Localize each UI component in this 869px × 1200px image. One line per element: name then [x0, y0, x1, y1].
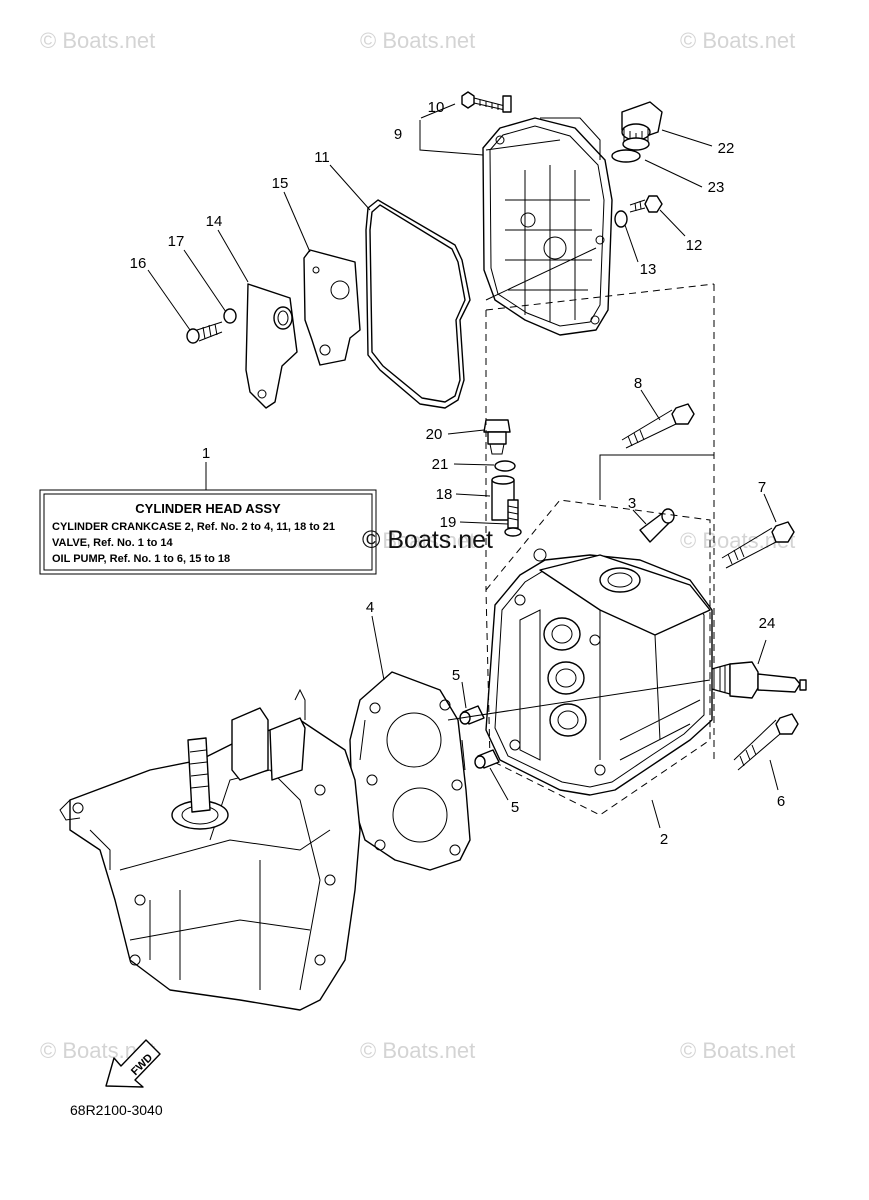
watermark-overlay: © Boats.net: [362, 526, 493, 554]
plug-20: [483, 419, 511, 455]
dowel-pin-top: [459, 705, 485, 725]
watermark: © Boats.net: [360, 28, 475, 53]
callout-21: 21: [432, 456, 449, 473]
callout-4: 4: [366, 599, 374, 616]
assembly-title: CYLINDER HEAD ASSY: [135, 501, 281, 516]
washer-13: [614, 210, 628, 228]
bolt-10: [461, 91, 512, 113]
bolt-6: [733, 713, 799, 771]
bolt-12: [629, 195, 663, 213]
callout-12: 12: [686, 237, 703, 254]
callout-8: 8: [634, 375, 642, 392]
callout-3: 3: [628, 495, 636, 512]
watermark: © Boats.net: [360, 528, 475, 553]
screw-16: [186, 321, 223, 344]
diagram-code: 68R2100-3040: [70, 1102, 163, 1118]
callout-19: 19: [440, 514, 457, 531]
watermark: © Boats.net: [680, 28, 795, 53]
watermark: © Boats.net: [40, 28, 155, 53]
callout-7: 7: [758, 479, 766, 496]
callout-10: 10: [428, 99, 445, 116]
callout-14: 14: [206, 213, 223, 230]
callout-18: 18: [436, 486, 453, 503]
callout-24: 24: [759, 615, 776, 632]
callout-9: 9: [394, 126, 402, 143]
callout-11: 11: [314, 149, 330, 166]
callout-16: 16: [130, 255, 147, 272]
cylinder-block: [59, 688, 361, 1011]
assembly-line-2: VALVE, Ref. No. 1 to 14: [52, 537, 173, 549]
gasket-15: [303, 249, 361, 366]
callout-22: 22: [718, 140, 735, 157]
callout-20: 20: [426, 426, 443, 443]
callout-23: 23: [708, 179, 725, 196]
callout-17: 17: [168, 233, 185, 250]
o-ring-23: [611, 149, 641, 163]
callout-5b: 5: [511, 799, 519, 816]
assembly-line-1: CYLINDER CRANKCASE 2, Ref. No. 2 to 4, 1…: [52, 521, 335, 533]
callout-15: 15: [272, 175, 289, 192]
cylinder-head: [485, 548, 713, 796]
callout-5a: 5: [452, 667, 460, 684]
head-gasket: [349, 671, 471, 871]
watermark: © Boats.net: [360, 1038, 475, 1063]
cylinder-head-cover: [482, 117, 613, 336]
oil-filler-cap: [621, 101, 663, 151]
plug-3: [639, 508, 675, 543]
leader-lines: [147, 103, 779, 829]
callouts: 1 2 3 4 5 5 6 7 8 9 10 11 12 13 14 15 16…: [130, 99, 786, 848]
dowel-pin-bottom: [474, 749, 500, 769]
watermark: © Boats.net: [680, 1038, 795, 1063]
bolt-8: [621, 403, 695, 449]
callout-6: 6: [777, 793, 785, 810]
callout-1: 1: [202, 445, 210, 462]
bolt-7: [721, 521, 795, 569]
spark-plug: [707, 661, 807, 699]
callout-13: 13: [640, 261, 657, 278]
o-ring-21: [494, 460, 516, 472]
assembly-label-box: CYLINDER HEAD ASSY CYLINDER CRANKCASE 2,…: [39, 489, 377, 575]
cover-gasket: [365, 199, 471, 409]
callout-2: 2: [660, 831, 668, 848]
plate-14: [245, 283, 298, 409]
assembly-line-3: OIL PUMP, Ref. No. 1 to 6, 15 to 18: [52, 553, 230, 565]
pin-19: [504, 499, 522, 537]
washer-17: [223, 308, 237, 324]
